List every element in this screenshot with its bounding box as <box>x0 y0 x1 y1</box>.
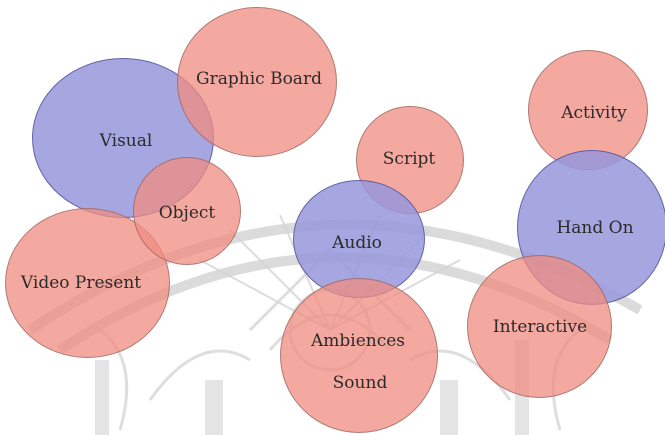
script-label: Script <box>382 149 436 169</box>
graphic-board-bubble <box>177 7 337 157</box>
graphic-board-label: Graphic Board <box>196 69 322 89</box>
ambiences-sound-bubble <box>280 278 438 433</box>
visual-label: Visual <box>99 131 153 151</box>
video-present-label: Video Present <box>20 273 142 293</box>
sound-label: Sound <box>332 373 388 393</box>
interactive-bubble <box>467 255 612 398</box>
ambiences-label: Ambiences <box>310 331 406 351</box>
activity-label: Activity <box>561 103 627 123</box>
object-bubble <box>133 157 241 265</box>
object-label: Object <box>158 203 216 223</box>
hand-on-label: Hand On <box>556 218 634 238</box>
audio-label: Audio <box>332 233 382 253</box>
interactive-label: Interactive <box>492 317 588 337</box>
